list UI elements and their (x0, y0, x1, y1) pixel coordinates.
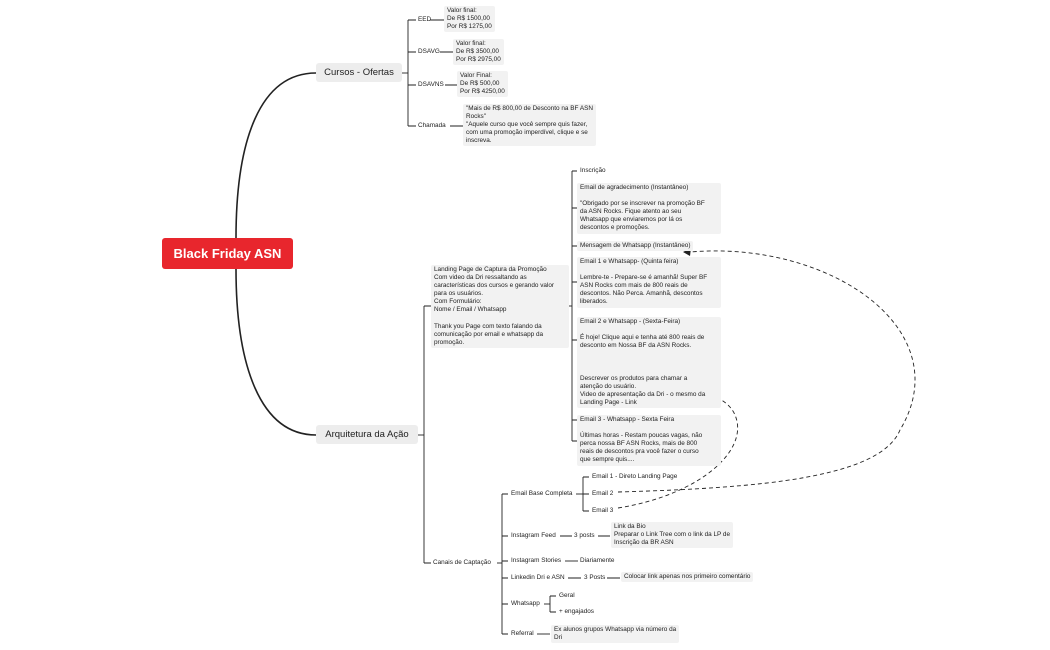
connector-root-arquitetura (235, 268, 317, 436)
node-instagram-feed-posts[interactable]: 3 posts (574, 532, 595, 539)
node-instagram-stories-detail[interactable]: Diariamente (580, 557, 615, 564)
node-chamada-text[interactable]: "Mais de R$ 800,00 de Desconto na BF ASN… (463, 104, 596, 147)
node-instagram-feed-detail[interactable]: Link da Bio Preparar o Link Tree com o l… (611, 522, 734, 549)
topic-arquitetura-da-acao[interactable]: Arquitetura da Ação (316, 425, 418, 444)
dashed-link-email2 (617, 250, 916, 493)
node-canais-captacao[interactable]: Canais de Captação (433, 559, 491, 566)
node-referral[interactable]: Referral (511, 630, 534, 637)
node-whatsapp-engajados[interactable]: + engajados (559, 608, 595, 615)
node-email1-whatsapp[interactable]: Email 1 e Whatsapp- (Quinta feira) Lembr… (577, 257, 721, 308)
node-dsavg-value[interactable]: Valor final: De R$ 3500,00 Por R$ 2975,0… (453, 39, 504, 66)
node-instagram-feed[interactable]: Instagram Feed (511, 532, 556, 539)
topic-cursos-ofertas[interactable]: Cursos - Ofertas (316, 63, 402, 82)
node-dsavns[interactable]: DSAVNS (418, 81, 444, 88)
root-node[interactable]: Black Friday ASN (162, 238, 293, 269)
node-email-agradecimento[interactable]: Email de agradecimento (Instantâneo) "Ob… (577, 183, 721, 234)
node-dsavns-value[interactable]: Valor Final: De R$ 500,00 Por R$ 4250,00 (457, 71, 508, 98)
node-email3-whatsapp[interactable]: Email 3 - Whatsapp - Sexta Feira Últimas… (577, 415, 721, 466)
node-mensagem-whatsapp[interactable]: Mensagem de Whatsapp (Instantâneo) (577, 241, 694, 252)
node-dsavg[interactable]: DSAVG (418, 48, 440, 55)
node-whatsapp[interactable]: Whatsapp (511, 600, 540, 607)
node-email-base-2[interactable]: Email 2 (592, 490, 614, 497)
node-email-base-3[interactable]: Email 3 (592, 507, 614, 514)
node-inscricao[interactable]: Inscrição (580, 167, 606, 174)
node-eed[interactable]: EED (418, 16, 432, 23)
node-instagram-stories[interactable]: Instagram Stories (511, 557, 562, 564)
node-eed-value[interactable]: Valor final: De R$ 1500,00 Por R$ 1275,0… (444, 6, 495, 33)
node-linkedin-posts[interactable]: 3 Posts (584, 574, 606, 581)
connector-root-cursos (235, 72, 317, 239)
node-linkedin[interactable]: Linkedin Dri e ASN (511, 574, 565, 581)
node-email-base[interactable]: Email Base Completa (511, 490, 573, 497)
node-landing-page[interactable]: Landing Page de Captura da Promoção Com … (431, 265, 569, 348)
node-whatsapp-geral[interactable]: Geral (559, 592, 575, 599)
node-linkedin-detail[interactable]: Colocar link apenas nos primeiro comentá… (621, 572, 754, 583)
node-referral-detail[interactable]: Ex alunos grupos Whatsapp via número da … (551, 625, 680, 644)
node-chamada[interactable]: Chamada (418, 122, 446, 129)
node-email2-whatsapp[interactable]: Email 2 e Whatsapp - (Sexta-Feira) É hoj… (577, 317, 721, 409)
node-email-base-1[interactable]: Email 1 - Direto Landing Page (592, 473, 678, 480)
